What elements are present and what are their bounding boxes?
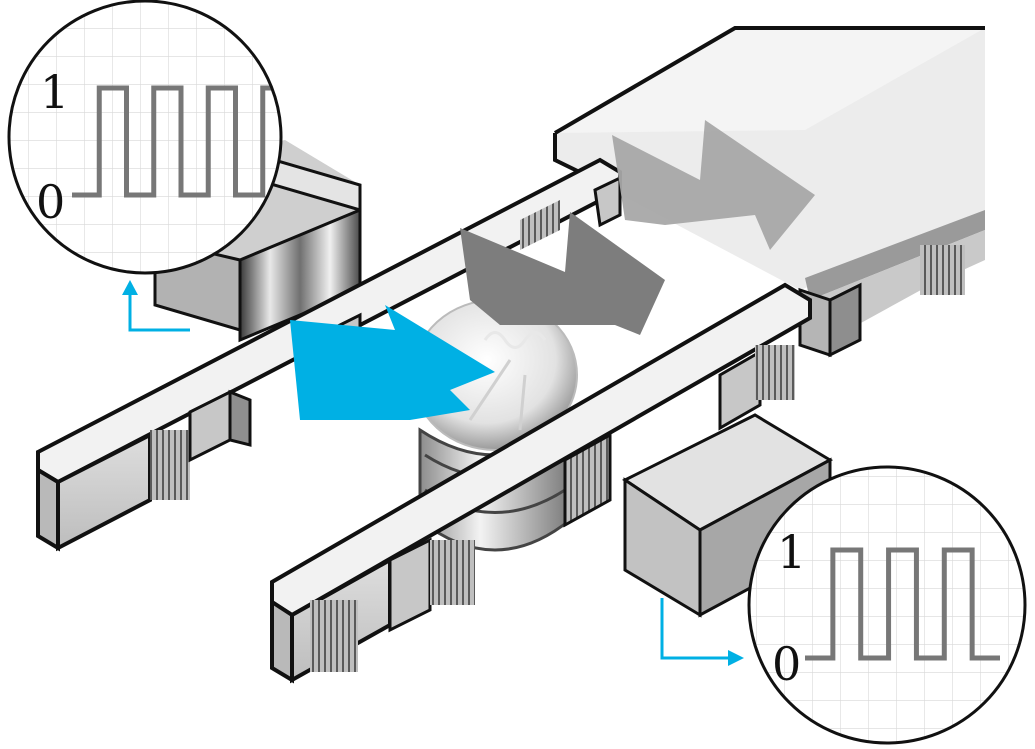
bottom-label-low: 0 <box>772 637 801 691</box>
lower-rail <box>270 282 812 684</box>
back-light-arrow <box>612 120 815 250</box>
top-signal-scope: 1 0 <box>7 0 283 275</box>
top-signal-connector <box>122 280 190 332</box>
top-label-low: 0 <box>36 175 65 229</box>
blue-light-arrow <box>290 305 495 420</box>
bottom-label-high: 1 <box>777 525 806 579</box>
bottom-square-wave <box>805 547 1000 661</box>
top-label-high: 1 <box>40 65 69 119</box>
dark-light-arrow <box>460 212 665 335</box>
bottom-signal-scope: 1 0 <box>747 465 1027 745</box>
bottom-signal-connector <box>660 598 744 666</box>
top-square-wave <box>72 85 281 198</box>
